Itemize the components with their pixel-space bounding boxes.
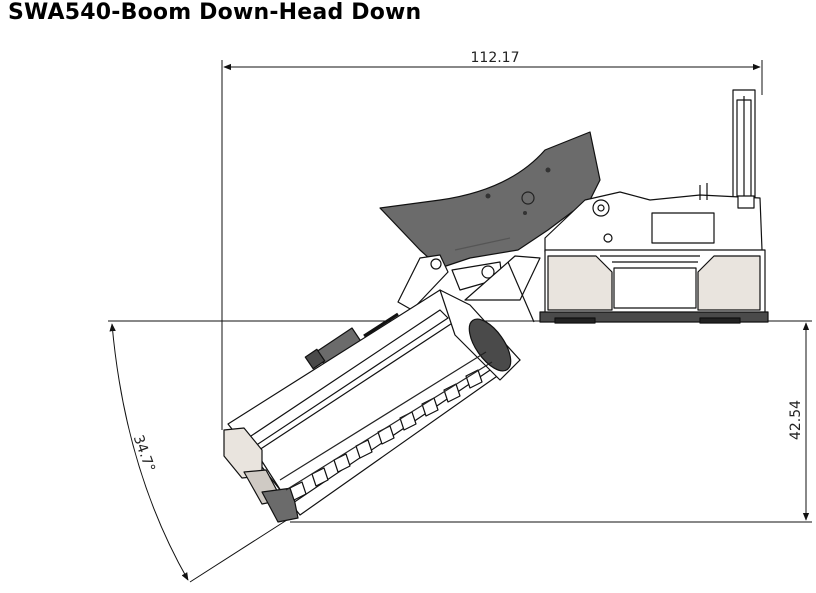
boom-plate <box>379 131 601 269</box>
left-panel <box>547 255 613 311</box>
angle-extension-line <box>189 517 291 583</box>
tractor-mount <box>544 89 763 253</box>
height-dimension-label: 42.54 <box>788 400 804 440</box>
width-dimension-label: 112.17 <box>471 50 520 66</box>
linkage-arms <box>397 254 541 323</box>
drive-roller <box>468 318 512 372</box>
angle-arc <box>109 323 189 581</box>
drawing-title: SWA540-Boom Down-Head Down <box>8 0 422 25</box>
angle-dimension-label: 34.7° <box>130 433 158 474</box>
mower-assembly <box>223 89 769 523</box>
center-panel <box>613 267 697 309</box>
mower-deck <box>223 289 521 523</box>
flail-blades <box>279 351 493 501</box>
base-frame <box>539 311 769 323</box>
right-panel <box>697 255 761 311</box>
width-dimension: 112.17 <box>221 50 763 430</box>
tractor-body <box>539 249 769 324</box>
hydraulic-cylinder <box>304 312 399 371</box>
boom-pivot-hole <box>521 191 535 205</box>
